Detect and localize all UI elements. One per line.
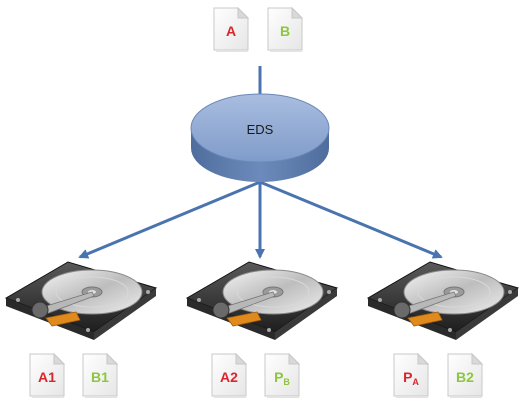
document-label: A (226, 23, 236, 39)
hard-drives (5, 261, 519, 341)
drive-1-document-a1: A1 (29, 353, 65, 399)
document-label: PA (403, 369, 419, 387)
hard-disk-drive-icon (186, 261, 338, 341)
drive-3-document-pa: PA (393, 353, 429, 399)
document-label: A2 (220, 369, 238, 385)
document-label: PB (274, 369, 290, 387)
drive-2-document-a2: A2 (211, 353, 247, 399)
drive-1-document-b1: B1 (82, 353, 118, 399)
document-label: B2 (456, 369, 474, 385)
document-label: B1 (91, 369, 109, 385)
source-documents: A B (213, 7, 303, 53)
drive-2-document-pb: PB (264, 353, 300, 399)
document-label: B (280, 23, 290, 39)
source-document-b: B (267, 7, 303, 53)
eds-node: EDS (190, 93, 330, 182)
drive-3-document-b2: B2 (447, 353, 483, 399)
hard-disk-drive-icon (5, 261, 157, 341)
drive-documents: A1 B1 A2 PB PA B2 (29, 353, 483, 399)
document-label: A1 (38, 369, 56, 385)
arrow-eds-to-drive-3 (259, 180, 443, 259)
arrow-eds-to-drive-1 (78, 180, 261, 259)
eds-label: EDS (247, 122, 274, 137)
source-document-a: A (213, 7, 249, 53)
hard-disk-drive-icon (367, 261, 519, 341)
